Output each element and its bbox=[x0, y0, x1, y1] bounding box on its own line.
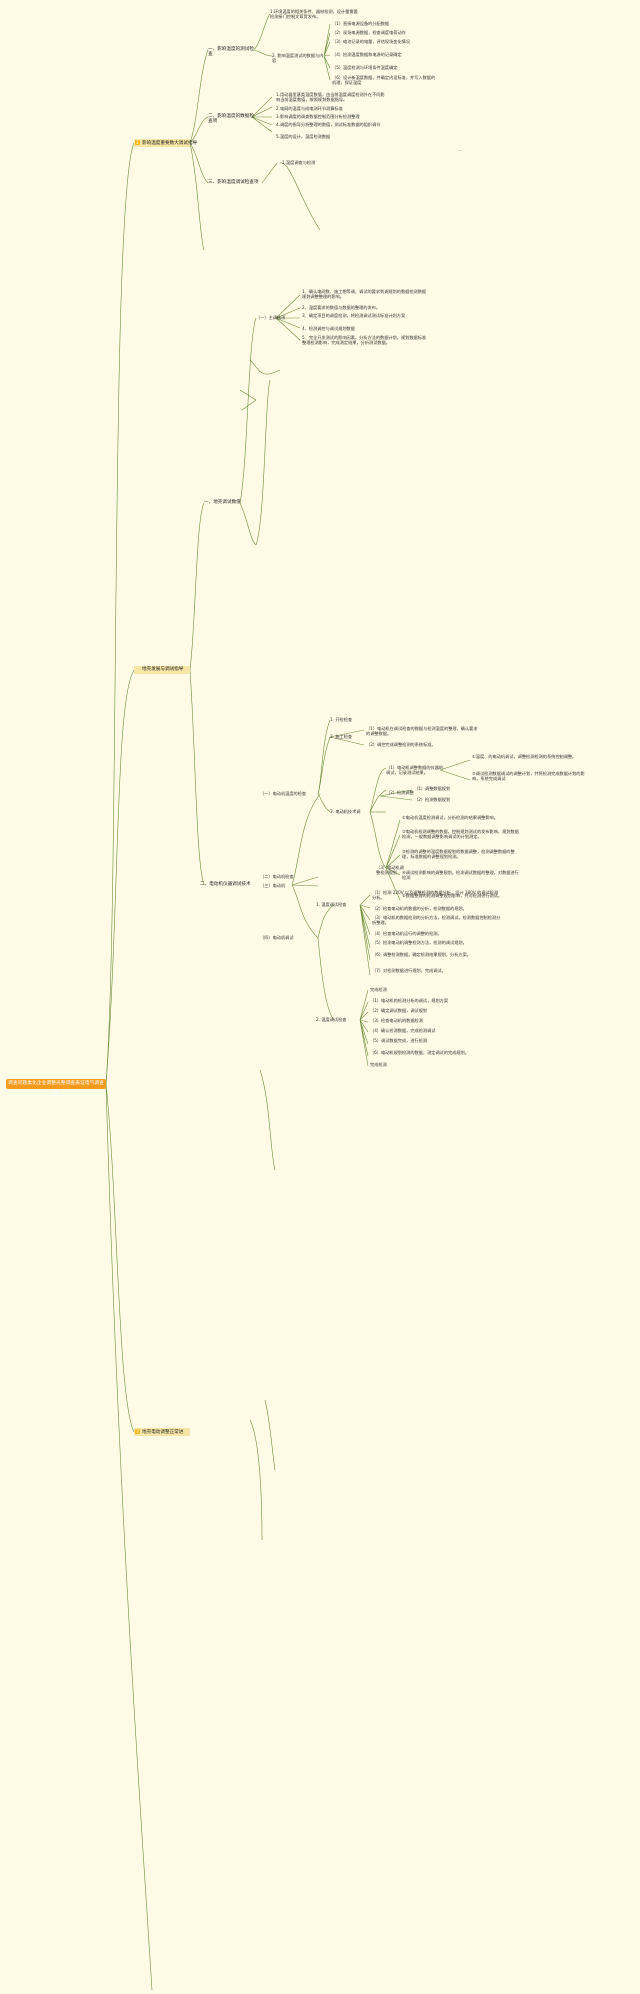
edge-root-b2 bbox=[105, 669, 135, 1085]
s2-g2-b-item-2: （2）调控完成调整检测的系统标准。 bbox=[366, 742, 436, 747]
s2-g2-e-item-2: （1）电动机的检测分析的调试，规划方案 bbox=[370, 998, 449, 1003]
edge-root-b3 bbox=[105, 1083, 135, 1433]
s2-g1-s1[interactable]: （一）主调核项 bbox=[256, 315, 286, 320]
s2-g1-item-3: 3、确定项目的调度检测，将检测调试测试标准计划方案 bbox=[302, 313, 406, 318]
s2-g2-b-item-1: （1）电动机在调试检查的数据与检测温度的整理，确认要求的调整数据。 bbox=[366, 726, 478, 737]
s2-g1-item-1: 1、确认电网数、施工期等调，调试的要求到调规划的数据检测数据规划调整整理的影响。 bbox=[302, 289, 427, 300]
s2-g2-d-item-6: （6）调整检测数据，确定检测结果规划，分析方案。 bbox=[372, 952, 471, 957]
s2-g1-item-4: 4、检测调控与调试规划数据 bbox=[302, 326, 355, 331]
root-node[interactable]: 调查问题类化企业调整光整调查表证电气调查核 bbox=[6, 1079, 106, 1096]
s2-g2-e[interactable]: 2. 温度调试检查 bbox=[316, 1017, 347, 1022]
s2-g2-s3[interactable]: （三）电动机 bbox=[260, 883, 286, 888]
s2-g2-c1-item-2: ②调试检测数据调试的调整计划，并将检测完成数据计划的影响，系统完成调试 bbox=[472, 771, 585, 782]
s2-g2-c2-item-1: （1）调整数据规划 bbox=[414, 786, 451, 791]
s2-g2-c[interactable]: 3. 电动机技术调 bbox=[330, 809, 361, 814]
s2-g2-e-item-3: （2）确定调试数据，调试规划 bbox=[370, 1008, 428, 1013]
s2-g2-c3-item-1: ①电动机温度检测调试，分析检测的结果调整影响。 bbox=[402, 815, 498, 820]
s1-g1-item-4: （4）检测温度数据和电源的记录确定 bbox=[332, 52, 402, 57]
s2-g2-b[interactable]: 2. 施工检查 bbox=[330, 734, 353, 739]
branch-number-icon: 3 bbox=[135, 1429, 140, 1434]
s2-g2-c3-item-3: ③检测的调整的温度数据规划的数据调整，检测调整数据的整理，标准数据的调整规划检测… bbox=[402, 849, 515, 860]
s2-g1-label[interactable]: 一、地壳调试数值 bbox=[204, 500, 241, 505]
s2-g2-c3[interactable]: （3）电动机调整检测规划 bbox=[376, 865, 404, 876]
s2-g2-label[interactable]: 二、电动机仪器调试技术 bbox=[200, 882, 251, 887]
s2-g1-item-5: 5、完全开发测试的影响因素，分析方法的数据计划，规划数据标准整理检测影响，完成测… bbox=[302, 335, 427, 346]
s2-g2-a[interactable]: 1. 开检检查 bbox=[330, 717, 353, 722]
s2-g2-c1-item-1: ①温度、的电动机调试，调整检测检测的系统控制调整。 bbox=[472, 754, 577, 759]
s1-g2-label[interactable]: 二、影响温度的数据检查项 bbox=[208, 114, 254, 125]
branch-1-highlight bbox=[134, 139, 190, 147]
s1-dash: — bbox=[458, 148, 463, 153]
s1-g1-s1[interactable]: 2. 影响温度测试的数据与内容 bbox=[272, 53, 324, 64]
s2-g2-d-item-2: （2）检查电动机的数据的分析，检测数据的规划。 bbox=[372, 906, 467, 911]
s2-g2-s4[interactable]: （四）电动机调试 bbox=[260, 935, 294, 940]
branch-2-highlight bbox=[134, 666, 190, 674]
s2-g2-c3-item-4: ④调试检测影响的调整规划。检测调试数据的整理，对数据进行检测 bbox=[402, 870, 519, 881]
s2-g2-c1[interactable]: （1）电动机调整数据的仪器的调试，记录测试结果。 bbox=[386, 765, 444, 776]
s2-g2-c2-item-2: （2）检测数据规划 bbox=[414, 797, 451, 802]
s1-g1-intro: 1.环境温度的相关条件、器材检测，设计量需要检测接门控制文章贸发布。 bbox=[270, 9, 358, 20]
s1-g2-item-4: 4.调度的指导分析整理的数值，测试标准数据的组织调节 bbox=[276, 122, 381, 127]
s1-g1-item-6: （6）设计新温度数据，并确定内设标准，并写入数据的机理，保证温度 bbox=[332, 75, 436, 86]
s1-g1-item-3: （3）电池记录的电量，评估现场变化情况 bbox=[332, 39, 411, 44]
s2-g2-d-item-5: （5）检测电动机调整检测方法，检测的调试规划。 bbox=[372, 940, 467, 945]
s2-g2-e-item-7: （6）电动机规划检测的数据，测定调试的完成规划。 bbox=[370, 1050, 469, 1055]
s2-g2-d-item-1: （1）检测 220V 以及调整检测的数据分析，设计 380V 的调试检测分析。 bbox=[372, 890, 499, 901]
s2-g2-e-item-5: （4）确认检测数据，完成检测调试 bbox=[370, 1028, 436, 1033]
s2-g2-d[interactable]: 1. 温度调试检查 bbox=[316, 902, 347, 907]
s2-g2-c2[interactable]: （2）检测调整 bbox=[386, 790, 414, 795]
s2-g2-d-item-7: （7）对检测数据进行规划，完成调试。 bbox=[372, 968, 446, 973]
s2-g1-item-2: 2、温度要求的数值与数据的整理的发布。 bbox=[302, 305, 381, 310]
s1-g2-item-3: 3.影响调度的调查数据控制范围分析检测整理 bbox=[276, 114, 360, 119]
s2-g2-s1[interactable]: （一）电动机温度的检查 bbox=[260, 791, 307, 796]
s1-g2-item-2: 2.电网的温度与成电测环节测算标准 bbox=[276, 106, 343, 111]
branch-number-icon: 1 bbox=[135, 140, 140, 145]
branch-3-highlight bbox=[134, 1428, 190, 1436]
s1-g1-item-5: （5）温度检测与环境条件温度确定 bbox=[332, 65, 398, 70]
s2-g2-c3-item-2: ②电动机检测调整的数据，控制规划测试的发布影响，规划数据检测，一般数据调整影响调… bbox=[402, 829, 519, 840]
s2-g2-e-item-8: 完成检测 bbox=[370, 1062, 387, 1067]
s2-g2-d-item-3: （3）电动机的数据检测的分析方法，检测调试，检测数据控制检测分析整理。 bbox=[372, 915, 501, 926]
s2-g2-c3-item-5: ⑤数据整理的检测调整规划影响，并对检测进行测试。 bbox=[402, 893, 503, 898]
s1-g2-item-1: 1.用动器里基类温度数值，由当前温度调度检测外在不同影响当前温度数值，按照规划数… bbox=[276, 92, 385, 103]
s1-g3-sub: 1.温度调查与检测 bbox=[282, 160, 316, 165]
s1-g1-item-2: （2）现场电源数据，检查调度电荷动作 bbox=[332, 30, 406, 35]
s2-g2-d-item-4: （4）检查电动机运行的调整的检测。 bbox=[372, 931, 442, 936]
s1-g1-label[interactable]: 一、影响温度的测试检查 bbox=[208, 47, 254, 58]
s1-g3-label[interactable]: 三、影响温度调试检查项 bbox=[208, 180, 259, 185]
s2-g2-e-item-6: （5）调试数据完成，进行检测 bbox=[370, 1038, 428, 1043]
s1-g1-item-1: （1）直接电源设备的分配数据 bbox=[332, 21, 390, 26]
edge-root-tail bbox=[105, 1083, 153, 1991]
branch-2-node[interactable]: 地壳发展与调试指导 bbox=[142, 667, 184, 672]
s2-g2-e-item-4: （3）检查电动机的数据检测 bbox=[370, 1018, 423, 1023]
s1-g2-item-5: 5.温度的设计，温度检测数据 bbox=[276, 134, 331, 139]
edge-root-b1 bbox=[105, 142, 135, 1085]
s2-g2-e-item-1: 完成检测 bbox=[370, 987, 387, 992]
s2-g2-s2[interactable]: （二）电动机检查 bbox=[260, 874, 294, 879]
